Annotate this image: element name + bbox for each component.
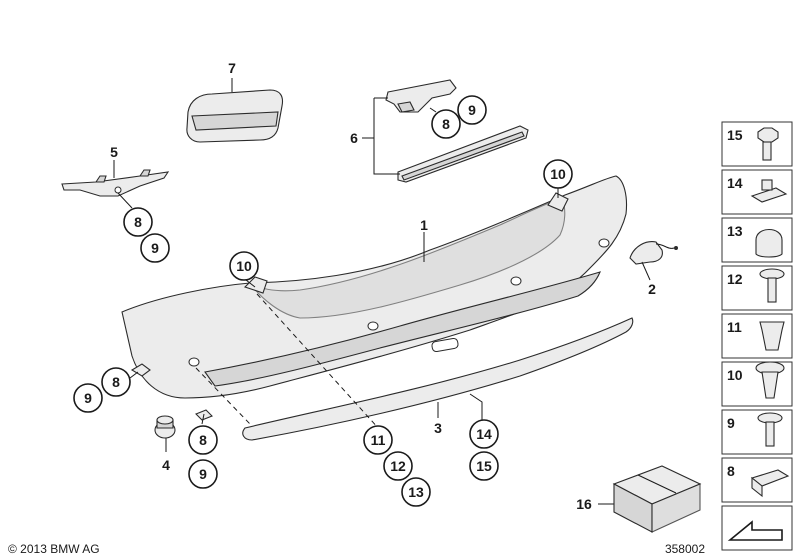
- svg-text:12: 12: [390, 458, 406, 474]
- svg-text:10: 10: [236, 258, 252, 274]
- spring-clip-icon: [750, 179, 788, 203]
- svg-text:11: 11: [371, 432, 386, 448]
- legend-item-12[interactable]: 12: [721, 265, 793, 311]
- callout-8[interactable]: 8: [188, 425, 218, 455]
- legend-arrow-box[interactable]: [721, 505, 793, 551]
- sensor-hole: [367, 321, 379, 331]
- svg-text:13: 13: [727, 223, 743, 239]
- sensor-hole: [598, 238, 610, 248]
- legend-item-11[interactable]: 11: [721, 313, 793, 359]
- label-part-3: 3: [434, 420, 442, 436]
- lower-trim-strip: [242, 317, 634, 441]
- arrow-icon: [727, 520, 783, 541]
- callout-10[interactable]: 10: [543, 159, 573, 189]
- clip-nut-icon: [750, 469, 790, 498]
- label-part-5: 5: [110, 144, 118, 160]
- svg-text:12: 12: [727, 271, 743, 287]
- flange-screw-icon: [757, 412, 783, 447]
- sensor-hole: [188, 357, 200, 367]
- callout-8[interactable]: 8: [101, 367, 131, 397]
- plate-lamp-cutout: [431, 337, 459, 353]
- callout-8[interactable]: 8: [431, 109, 461, 139]
- callout-13[interactable]: 13: [401, 477, 431, 507]
- svg-text:9: 9: [151, 240, 159, 256]
- legend-item-8[interactable]: 8: [721, 457, 793, 503]
- label-part-7: 7: [228, 60, 236, 76]
- plastic-rivet-icon: [755, 361, 785, 399]
- svg-text:14: 14: [727, 175, 743, 191]
- svg-text:10: 10: [727, 367, 743, 383]
- callout-8[interactable]: 8: [123, 207, 153, 237]
- callout-9[interactable]: 9: [73, 383, 103, 413]
- svg-text:8: 8: [442, 116, 450, 132]
- part-6-guide-rails: [385, 79, 529, 183]
- hex-bolt-icon: [757, 127, 779, 161]
- label-part-2: 2: [648, 281, 656, 297]
- label-part-16: 16: [576, 496, 592, 512]
- callout-9[interactable]: 9: [457, 95, 487, 125]
- legend-item-9[interactable]: 9: [721, 409, 793, 455]
- fastener-legend: 15 14 13 12: [721, 121, 793, 551]
- svg-text:9: 9: [727, 415, 735, 431]
- part-7-lamp-housing: [186, 89, 284, 143]
- part-4-cap: [154, 415, 176, 439]
- label-part-6: 6: [350, 130, 358, 146]
- svg-text:8: 8: [134, 214, 142, 230]
- callout-14[interactable]: 14: [469, 419, 499, 449]
- callout-15[interactable]: 15: [469, 451, 499, 481]
- part-5-left-bracket: [61, 169, 170, 197]
- legend-item-10[interactable]: 10: [721, 361, 793, 407]
- svg-text:9: 9: [84, 390, 92, 406]
- washer-screw-icon: [759, 268, 785, 303]
- leader-lines: [113, 78, 651, 505]
- diagram-id: 358002: [665, 542, 705, 556]
- legend-item-14[interactable]: 14: [721, 169, 793, 215]
- svg-text:8: 8: [112, 374, 120, 390]
- svg-text:8: 8: [727, 463, 735, 479]
- legend-item-15[interactable]: 15: [721, 121, 793, 167]
- expanding-nut-icon: [759, 321, 785, 351]
- legend-item-13[interactable]: 13: [721, 217, 793, 263]
- svg-text:15: 15: [476, 458, 492, 474]
- svg-text:10: 10: [550, 166, 566, 182]
- rubber-cap-icon: [755, 228, 783, 258]
- svg-text:8: 8: [199, 432, 207, 448]
- label-part-4: 4: [162, 457, 170, 473]
- svg-text:9: 9: [199, 466, 207, 482]
- copyright-text: © 2013 BMW AG: [8, 542, 100, 556]
- svg-text:15: 15: [727, 127, 743, 143]
- svg-text:11: 11: [727, 319, 742, 335]
- svg-text:14: 14: [476, 426, 492, 442]
- part-2-end-clip: [629, 241, 663, 265]
- svg-text:9: 9: [468, 102, 476, 118]
- callout-11[interactable]: 11: [363, 425, 393, 455]
- callout-10[interactable]: 10: [229, 251, 259, 281]
- label-part-1: 1: [420, 217, 428, 233]
- sensor-hole: [510, 276, 522, 286]
- rear-bumper-panel: [121, 175, 628, 399]
- callout-12[interactable]: 12: [383, 451, 413, 481]
- part-16-box: [612, 465, 702, 533]
- svg-text:13: 13: [408, 484, 424, 500]
- callout-9[interactable]: 9: [188, 459, 218, 489]
- callout-9[interactable]: 9: [140, 233, 170, 263]
